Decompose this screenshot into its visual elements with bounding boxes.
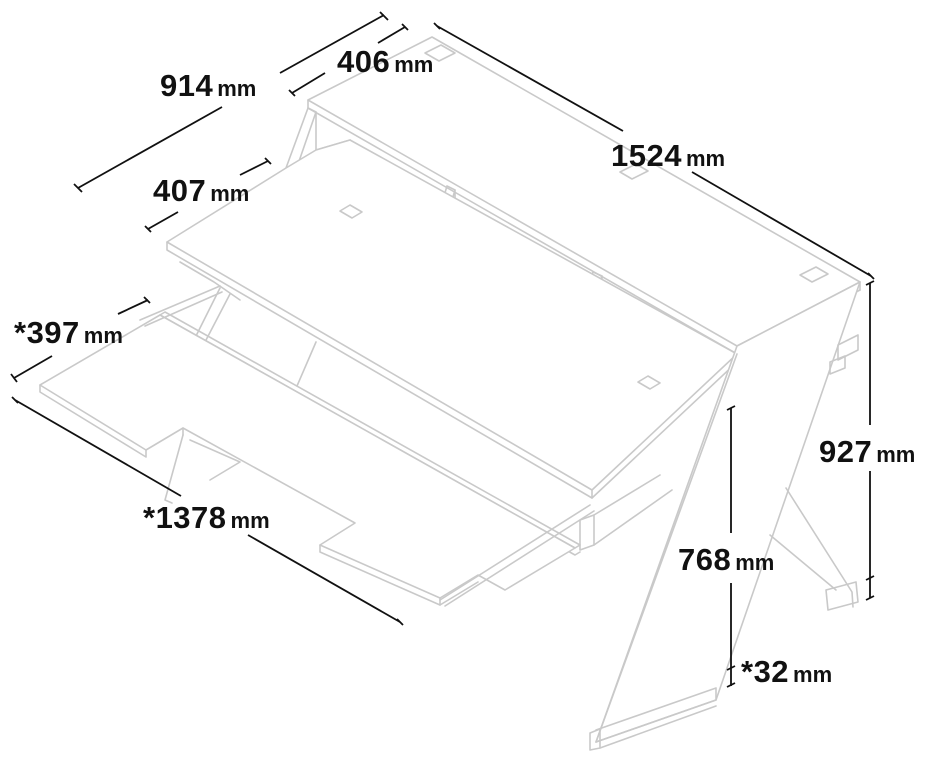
keyboard-tray	[39, 285, 595, 607]
top-shelf-depth-value: 406	[337, 44, 391, 79]
dim-line-768	[726, 405, 736, 667]
dim-line-32	[726, 665, 736, 688]
dimension-lines	[10, 11, 875, 688]
desk-surface-height-unit: mm	[735, 550, 775, 575]
dim-line-406	[288, 23, 409, 97]
dim-line-1378	[11, 396, 404, 626]
overall-width-unit: mm	[685, 146, 726, 171]
foot-height-value: *32	[741, 654, 790, 689]
dim-line-927	[865, 280, 875, 601]
dim-line-407	[144, 157, 272, 233]
overall-depth-unit: mm	[217, 76, 257, 101]
top-shelf-depth-unit: mm	[394, 52, 434, 77]
keyboard-tray-width-unit: mm	[230, 508, 270, 533]
right-leg	[579, 281, 861, 751]
overall-depth-value: 914	[160, 68, 214, 103]
overall-width-value: 1524	[611, 138, 682, 173]
desk-surface-height-value: 768	[678, 542, 732, 577]
desk-drawing	[39, 36, 861, 751]
desk-surface-depth-value: 407	[153, 173, 207, 208]
dim-line-1524	[433, 22, 875, 280]
overall-height-value: 927	[819, 434, 873, 469]
overall-height-unit: mm	[876, 442, 916, 467]
keyboard-tray-depth-unit: mm	[83, 323, 123, 348]
dim-line-914	[73, 11, 389, 193]
keyboard-tray-width-value: *1378	[143, 500, 227, 535]
desk-surface-depth-unit: mm	[210, 181, 250, 206]
dim-line-397	[10, 296, 151, 383]
foot-height-unit: mm	[793, 662, 833, 687]
desk-surface	[166, 139, 738, 499]
keyboard-tray-depth-value: *397	[14, 315, 80, 350]
